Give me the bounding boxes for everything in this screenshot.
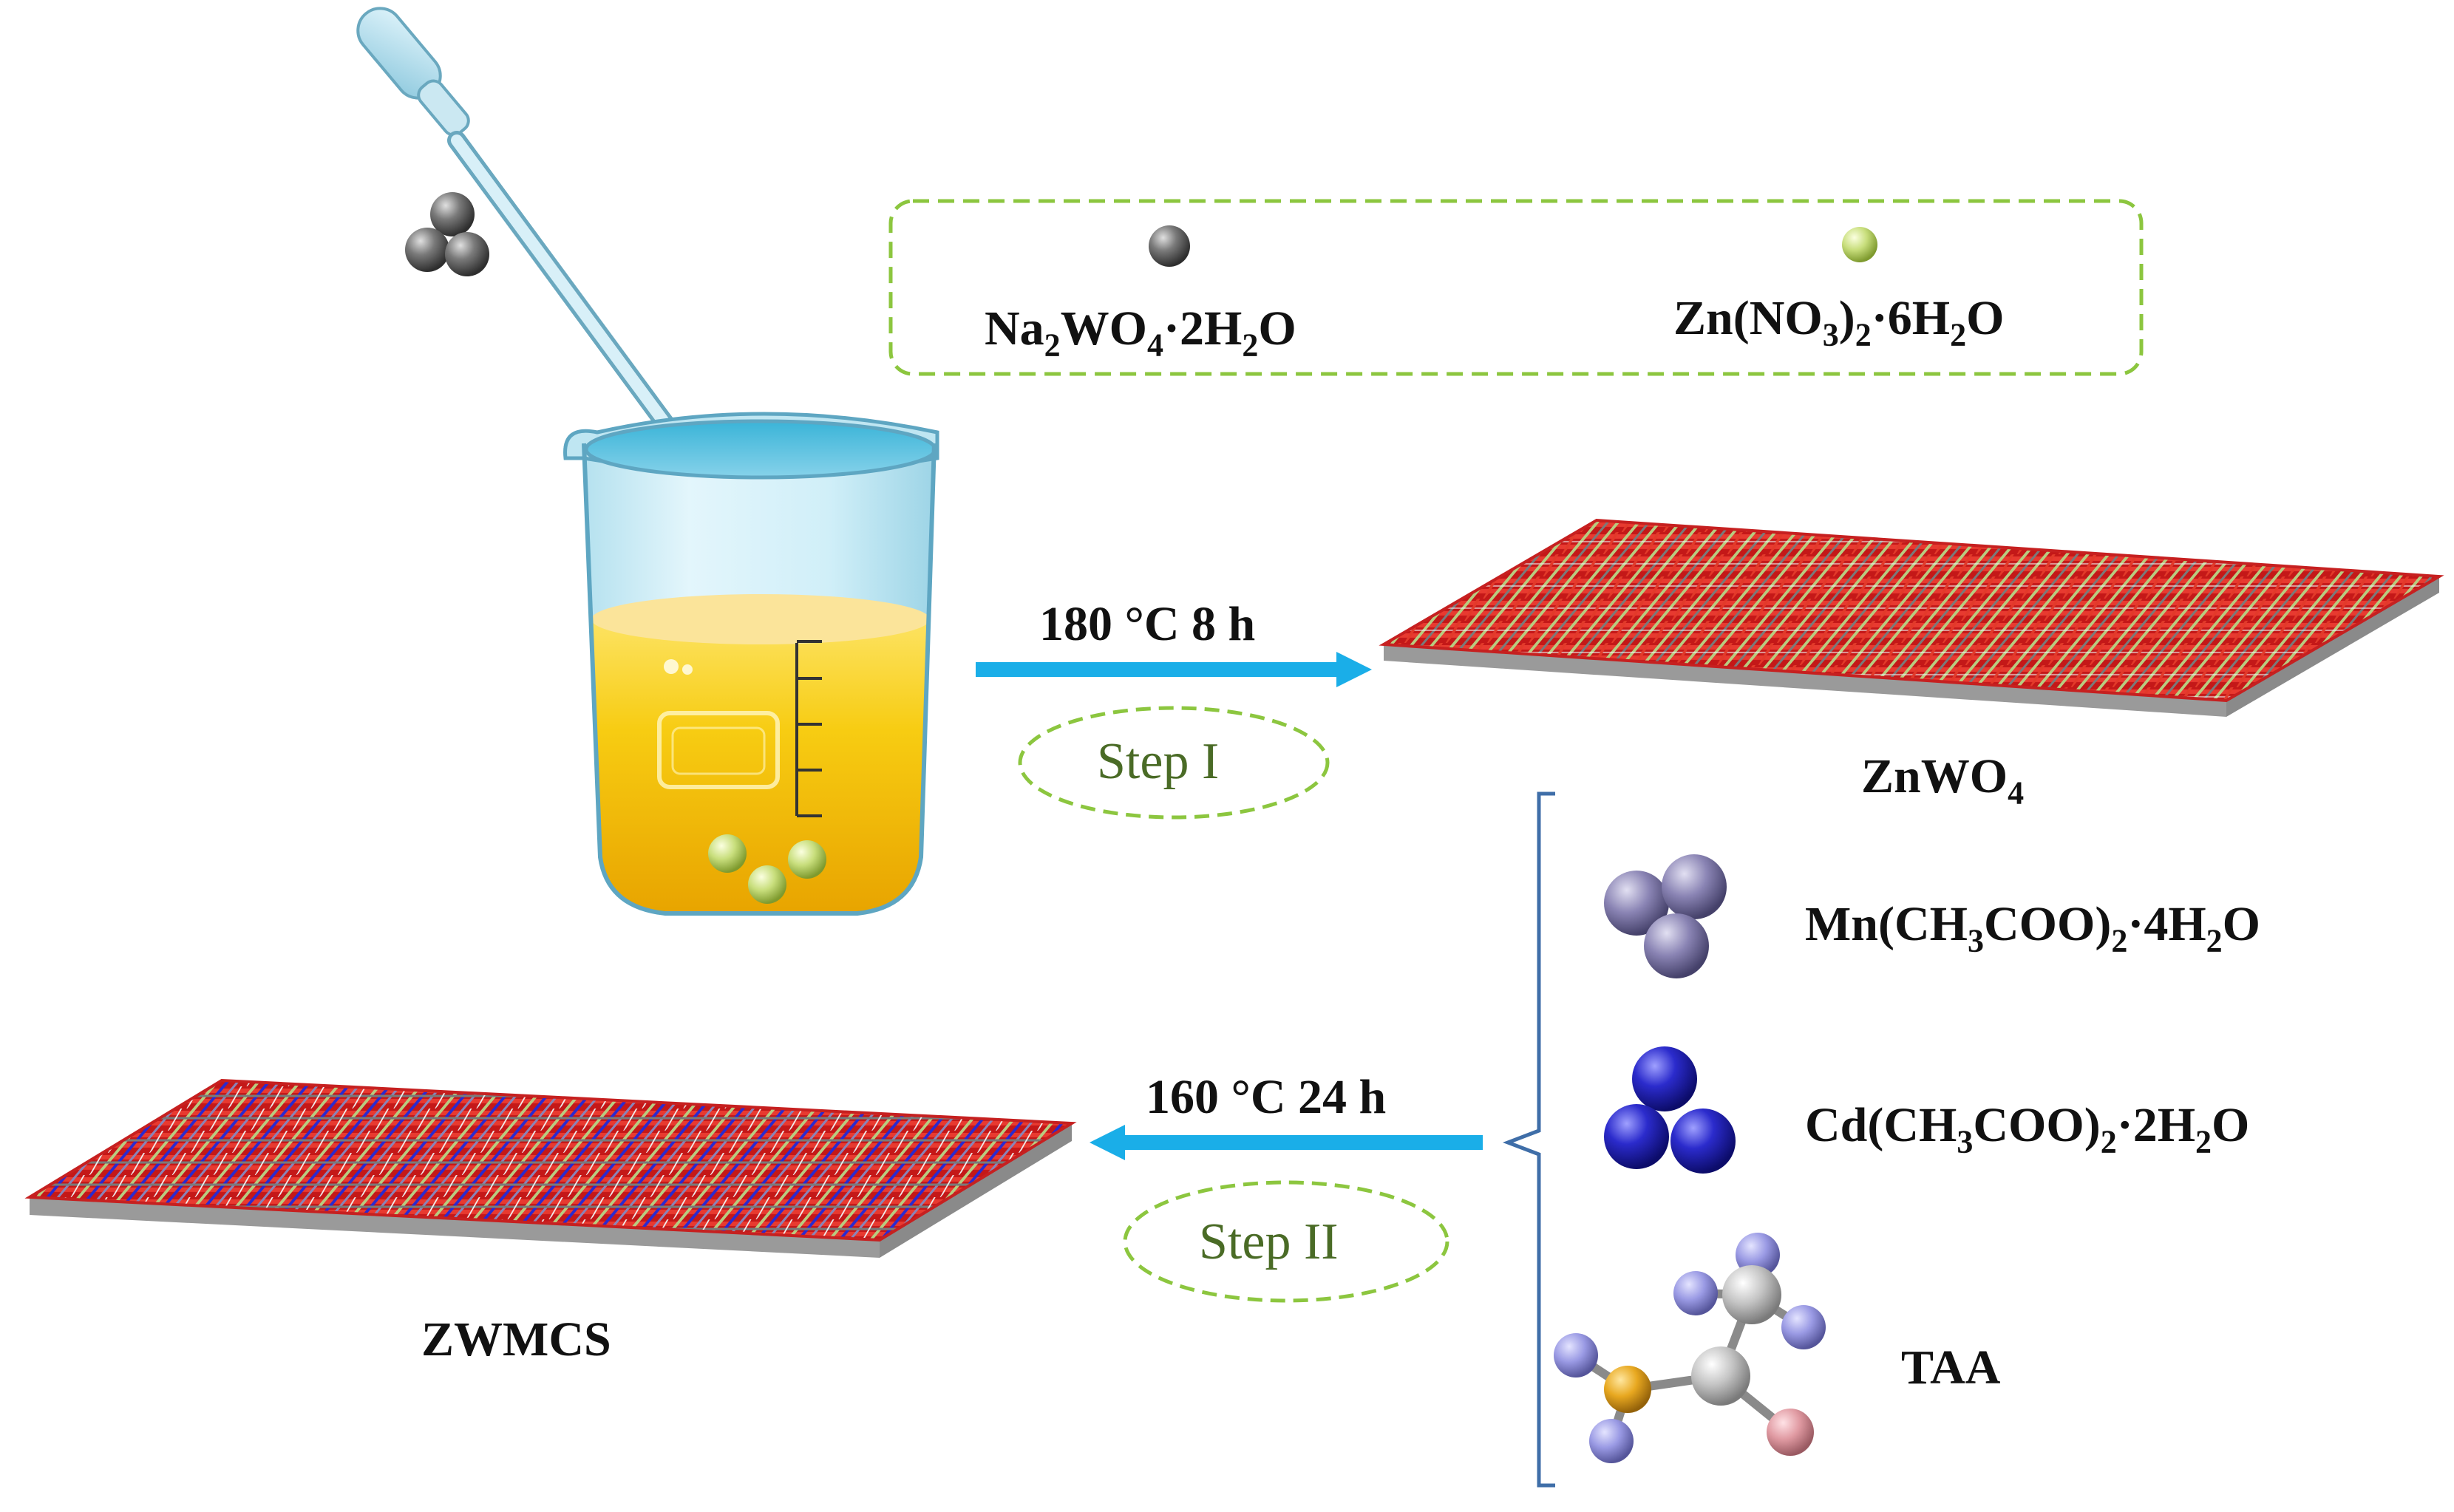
mn-acetate-label: Mn(CH3COO)2·4H2O <box>1805 897 2261 959</box>
tungstate-sphere-cluster <box>405 192 489 276</box>
tungstate-precursor-label: Na2WO4·2H2O <box>985 302 1296 364</box>
cd-acetate-label: Cd(CH3COO)2·2H2O <box>1805 1098 2250 1160</box>
pipette <box>356 7 679 438</box>
zwmcs-lattice <box>24 1078 1077 1258</box>
zinc-precursor-label: Zn(NO3)2·6H2O <box>1673 291 2005 353</box>
beaker <box>563 412 939 916</box>
legend-box <box>888 199 2144 376</box>
znwo4-label: ZnWO4 <box>1861 749 2025 811</box>
step1-label: Step I <box>1097 733 1220 790</box>
step1-conditions: 180 °C 8 h <box>1039 597 1256 651</box>
step2-label: Step II <box>1199 1213 1339 1270</box>
reagent-bracket <box>1502 791 1555 1488</box>
step2-oval <box>1123 1180 1449 1303</box>
zwmcs-label: ZWMCS <box>421 1312 611 1366</box>
znwo4-lattice <box>1379 518 2444 717</box>
step1-oval <box>1018 706 1330 820</box>
step2-arrow <box>1090 1125 1483 1160</box>
manganese-sphere-cluster <box>1604 854 1727 978</box>
step1-arrow <box>976 652 1372 687</box>
tungstate-legend-sphere <box>1149 225 1190 267</box>
cadmium-sphere-cluster <box>1604 1046 1736 1174</box>
step2-conditions: 160 °C 24 h <box>1146 1070 1387 1124</box>
taa-molecule <box>1554 1233 1826 1463</box>
taa-label: TAA <box>1901 1341 2001 1394</box>
zinc-legend-sphere <box>1842 227 1877 262</box>
